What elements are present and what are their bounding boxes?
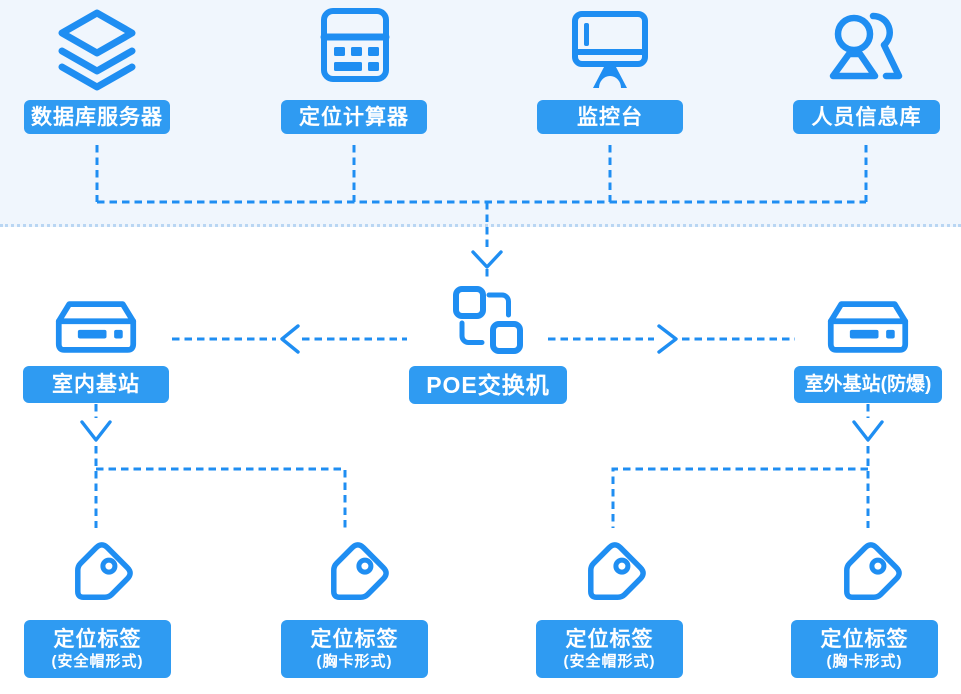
tag-title: 定位标签	[565, 627, 654, 651]
tag-icon	[832, 540, 904, 612]
people-icon	[828, 9, 904, 89]
label-positioning-calculator: 定位计算器	[281, 100, 427, 134]
tag-icon	[319, 540, 391, 612]
label-indoor-base-station: 室内基站	[23, 366, 169, 403]
monitor-icon	[570, 8, 650, 90]
arrow-down-to-switch	[471, 250, 503, 269]
tag-subtitle: (安全帽形式)	[51, 653, 144, 671]
arrow-down-indoor-station	[80, 420, 112, 442]
tag-subtitle: (胸卡形式)	[826, 653, 903, 671]
network-switch-icon	[449, 283, 527, 357]
label-monitor-console: 监控台	[537, 100, 683, 134]
database-stack-icon	[53, 5, 141, 93]
calculator-icon	[320, 7, 390, 83]
base-station-icon	[54, 299, 138, 355]
tag-title: 定位标签	[53, 627, 142, 651]
label-outdoor-base-station: 室外基站(防爆)	[794, 366, 942, 403]
arrow-left-to-indoor-station	[280, 324, 300, 354]
tag-icon	[63, 540, 135, 612]
label-tag-badge-right: 定位标签 (胸卡形式)	[791, 620, 938, 678]
arrow-down-outdoor-station	[852, 420, 884, 442]
label-personnel-database: 人员信息库	[793, 100, 940, 134]
label-tag-badge-left: 定位标签 (胸卡形式)	[281, 620, 428, 678]
tag-title: 定位标签	[820, 627, 909, 651]
base-station-icon	[826, 299, 910, 355]
label-database-server: 数据库服务器	[24, 100, 170, 134]
label-tag-helmet-right: 定位标签 (安全帽形式)	[536, 620, 683, 678]
arrow-right-to-outdoor-station	[657, 324, 678, 354]
label-tag-helmet-left: 定位标签 (安全帽形式)	[24, 620, 171, 678]
tag-subtitle: (安全帽形式)	[563, 653, 656, 671]
tag-subtitle: (胸卡形式)	[316, 653, 393, 671]
label-poe-switch: POE交换机	[409, 366, 567, 404]
tag-icon	[576, 540, 648, 612]
tag-title: 定位标签	[310, 627, 399, 651]
